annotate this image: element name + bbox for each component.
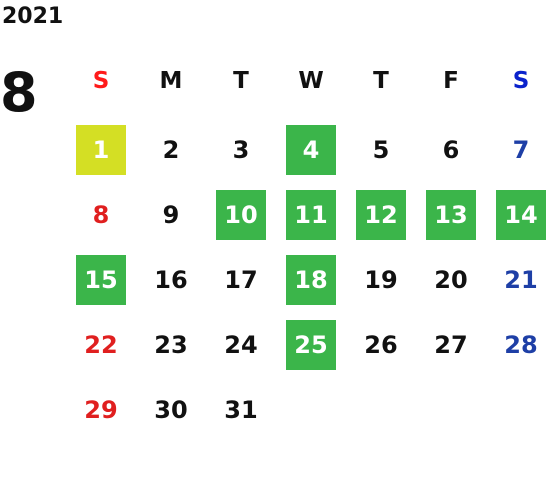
calendar-week-row: 15 16 17 18 19 20 21 [66, 247, 548, 312]
day-cell: 23 [136, 312, 206, 377]
weekday-header-row: S M T W T F S [66, 45, 548, 117]
day-cell: 13 [416, 182, 486, 247]
day-cell: 1 [66, 117, 136, 182]
day-number: 7 [512, 135, 530, 164]
calendar-week-row: 1 2 3 4 5 6 7 [66, 117, 548, 182]
day-cell: 16 [136, 247, 206, 312]
day-cell: 30 [136, 377, 206, 442]
weekday-header-friday: F [443, 68, 459, 94]
day-cell: 3 [206, 117, 276, 182]
day-cell: 25 [276, 312, 346, 377]
calendar-month: 8 [0, 61, 38, 124]
day-cell: 2 [136, 117, 206, 182]
day-cell: 14 [486, 182, 548, 247]
day-number: 17 [224, 265, 258, 294]
day-number: 12 [356, 189, 406, 240]
day-cell: 7 [486, 117, 548, 182]
day-cell: 6 [416, 117, 486, 182]
day-cell: 5 [346, 117, 416, 182]
day-number: 25 [286, 319, 336, 370]
day-cell [416, 377, 486, 442]
calendar-year: 2021 [2, 4, 64, 29]
calendar-week-row: 22 23 24 25 26 27 28 [66, 312, 548, 377]
day-number: 10 [216, 189, 266, 240]
day-number: 5 [372, 135, 390, 164]
day-cell: 4 [276, 117, 346, 182]
day-number: 21 [504, 265, 538, 294]
day-cell: 9 [136, 182, 206, 247]
day-cell: 17 [206, 247, 276, 312]
day-number: 13 [426, 189, 476, 240]
weekday-header-monday: M [159, 68, 183, 94]
day-cell: 10 [206, 182, 276, 247]
day-cell [346, 377, 416, 442]
day-cell: 26 [346, 312, 416, 377]
day-number: 15 [76, 254, 126, 305]
day-number: 16 [154, 265, 188, 294]
day-number: 24 [224, 330, 258, 359]
day-number: 9 [162, 200, 180, 229]
day-cell: 11 [276, 182, 346, 247]
day-cell: 8 [66, 182, 136, 247]
day-number: 1 [76, 124, 126, 175]
day-cell [486, 377, 548, 442]
weekday-header-wednesday: W [298, 68, 324, 94]
day-number: 11 [286, 189, 336, 240]
day-cell: 22 [66, 312, 136, 377]
day-number: 19 [364, 265, 398, 294]
day-cell: 18 [276, 247, 346, 312]
day-number: 18 [286, 254, 336, 305]
day-cell: 15 [66, 247, 136, 312]
day-cell: 31 [206, 377, 276, 442]
day-cell: 27 [416, 312, 486, 377]
day-number: 30 [154, 395, 188, 424]
day-cell: 19 [346, 247, 416, 312]
day-number: 14 [496, 189, 546, 240]
day-number: 20 [434, 265, 468, 294]
weekday-header-saturday: S [512, 68, 530, 94]
day-number: 6 [442, 135, 460, 164]
day-number: 8 [92, 200, 110, 229]
calendar-week-row: 29 30 31 [66, 377, 548, 442]
calendar-week-row: 8 9 10 11 12 13 14 [66, 182, 548, 247]
day-cell: 21 [486, 247, 548, 312]
day-number: 3 [232, 135, 250, 164]
day-cell: 29 [66, 377, 136, 442]
day-number: 27 [434, 330, 468, 359]
day-number: 4 [286, 124, 336, 175]
day-cell: 28 [486, 312, 548, 377]
day-number: 26 [364, 330, 398, 359]
weekday-header-tuesday: T [233, 68, 249, 94]
day-cell [276, 377, 346, 442]
day-number: 23 [154, 330, 188, 359]
day-number: 29 [84, 395, 118, 424]
day-cell: 20 [416, 247, 486, 312]
day-number: 22 [84, 330, 118, 359]
day-cell: 12 [346, 182, 416, 247]
weekday-header-thursday: T [373, 68, 389, 94]
weekday-header-sunday: S [92, 68, 110, 94]
day-number: 28 [504, 330, 538, 359]
day-number: 2 [162, 135, 180, 164]
day-cell: 24 [206, 312, 276, 377]
day-number: 31 [224, 395, 258, 424]
